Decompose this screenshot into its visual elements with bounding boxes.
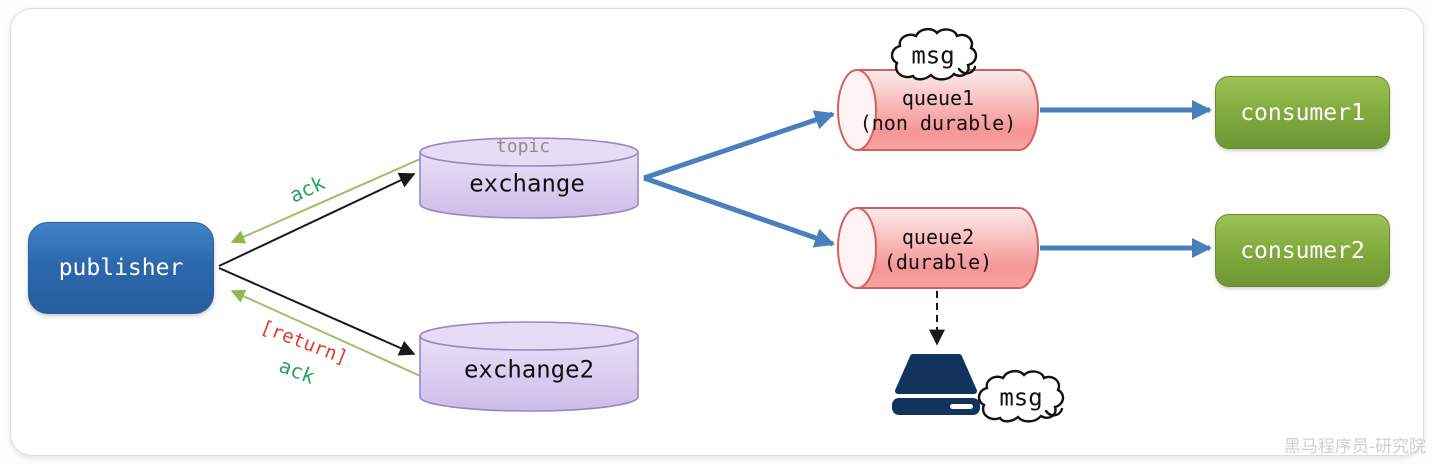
queue1-label-block: queue1 (non durable) xyxy=(860,86,1017,136)
edge-exchange-to-queue1 xyxy=(643,110,835,181)
msg-cloud-top-label: msg xyxy=(911,41,955,70)
queue1-durability-label: (non durable) xyxy=(859,111,1017,135)
publisher-node: publisher xyxy=(28,222,214,314)
queue2-cylinder xyxy=(837,207,1039,289)
exchange-cylinder xyxy=(419,137,639,219)
queue2-label-block: queue2 (durable) xyxy=(884,225,992,275)
disk-icon xyxy=(892,354,980,415)
exchange2-label: exchange2 xyxy=(463,355,595,384)
edge-exchange-to-queue2 xyxy=(643,175,835,248)
exchange-type-badge: topic xyxy=(495,136,551,158)
consumer2-node: consumer2 xyxy=(1215,214,1390,287)
msg-cloud-disk-label: msg xyxy=(999,383,1043,412)
queue1-label: queue1 xyxy=(901,86,975,110)
queue1-cylinder xyxy=(837,69,1039,151)
consumer2-label: consumer2 xyxy=(1240,237,1365,264)
edge-publisher-to-exchange xyxy=(218,172,416,267)
watermark: 黑马程序员-研究院 xyxy=(1283,437,1426,457)
queue2-durability-label: (durable) xyxy=(883,250,993,274)
exchange2-cylinder xyxy=(419,321,639,412)
consumer1-label: consumer1 xyxy=(1240,99,1365,126)
publisher-label: publisher xyxy=(58,255,184,281)
consumer1-node: consumer1 xyxy=(1215,76,1390,149)
queue2-label: queue2 xyxy=(901,225,975,249)
edge-ack-exchange-to-publisher xyxy=(230,155,428,244)
exchange-label: exchange xyxy=(469,169,585,198)
edge-ack-exchange2-to-publisher xyxy=(230,289,428,380)
edge-publisher-to-exchange2 xyxy=(218,267,416,356)
